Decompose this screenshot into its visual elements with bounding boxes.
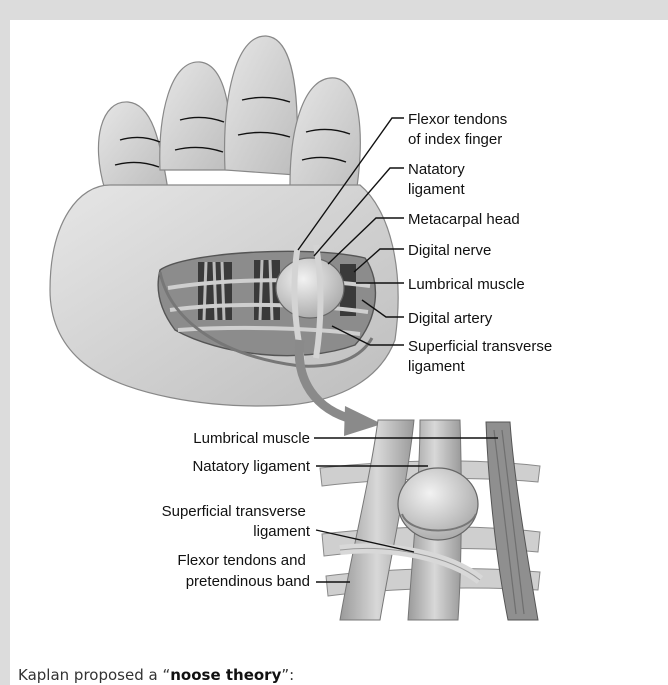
label-digital-nerve: Digital nerve <box>408 242 491 259</box>
caption-suffix: ”: <box>281 666 294 684</box>
label-flexor-tendons-index-finger: Flexor tendons of index finger <box>408 111 511 148</box>
label-lumbrical-muscle-closeup: Lumbrical muscle <box>193 430 310 447</box>
label-superficial-transverse-ligament-closeup: Superficial transverse ligament <box>162 503 311 540</box>
bottom-labels: Lumbrical muscle Natatory ligament Super… <box>162 430 311 590</box>
closeup-illustration <box>320 420 540 620</box>
anatomy-illustration: Flexor tendons of index finger Natatory … <box>10 20 668 660</box>
hand-palm-illustration <box>50 36 398 406</box>
caption: Kaplan proposed a “noose theory”: <box>18 666 294 684</box>
label-natatory-ligament: Natatory ligament <box>408 161 469 198</box>
label-superficial-transverse-ligament: Superficial transverse ligament <box>408 338 556 375</box>
caption-emphasis: noose theory <box>170 666 281 684</box>
top-labels: Flexor tendons of index finger Natatory … <box>408 111 556 375</box>
label-flexor-tendons-pretendinous-band: Flexor tendons and pretendinous band <box>177 552 310 590</box>
label-metacarpal-head: Metacarpal head <box>408 211 520 228</box>
label-natatory-ligament-closeup: Natatory ligament <box>192 458 310 475</box>
label-digital-artery: Digital artery <box>408 310 493 327</box>
caption-prefix: Kaplan proposed a “ <box>18 666 170 684</box>
label-lumbrical-muscle: Lumbrical muscle <box>408 276 525 293</box>
figure-panel: Flexor tendons of index finger Natatory … <box>10 20 668 685</box>
